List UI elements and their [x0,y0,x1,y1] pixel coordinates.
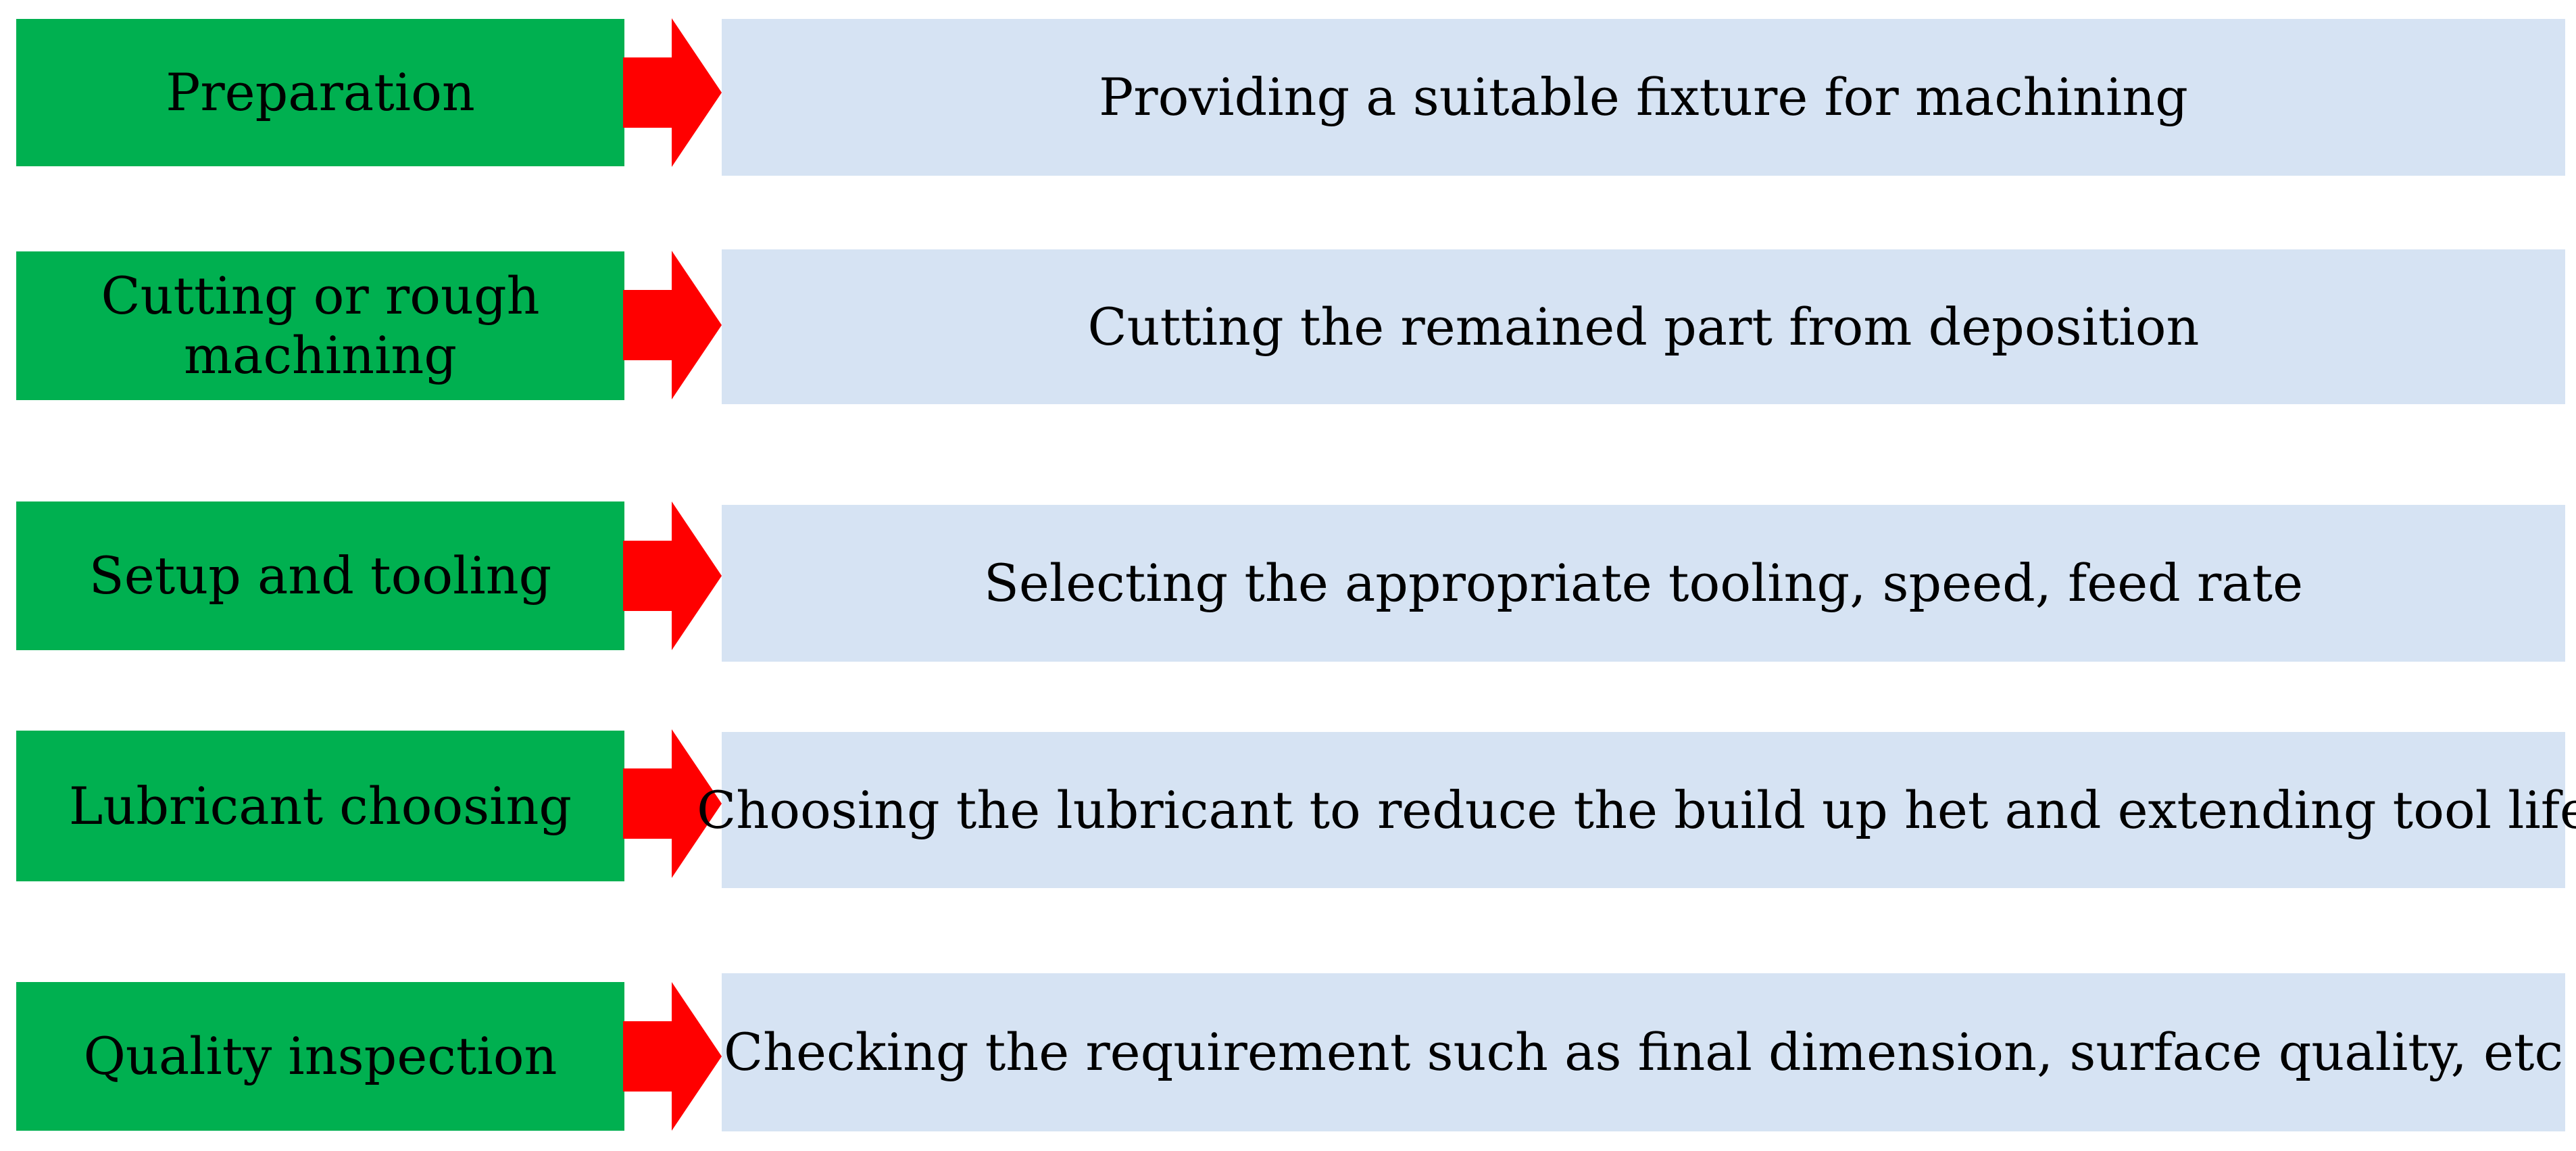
step-label: Setup and tooling [16,501,624,650]
arrow-right-icon [623,251,722,399]
step-label: Quality inspection [16,982,624,1131]
step-description: Selecting the appropriate tooling, speed… [722,505,2565,662]
step-description: Choosing the lubricant to reduce the bui… [697,732,2576,888]
arrow-right-icon [623,982,722,1131]
arrow-right-icon [623,18,722,167]
arrow-right-icon [623,501,722,650]
step-label: Lubricant choosing [16,731,624,881]
step-label: Cutting or rough machining [16,251,624,400]
arrow-right-icon [623,729,722,878]
step-description: Providing a suitable fixture for machini… [722,19,2565,176]
step-label: Preparation [16,19,624,166]
step-description: Cutting the remained part from depositio… [722,249,2565,404]
step-description: Checking the requirement such as final d… [722,973,2565,1131]
